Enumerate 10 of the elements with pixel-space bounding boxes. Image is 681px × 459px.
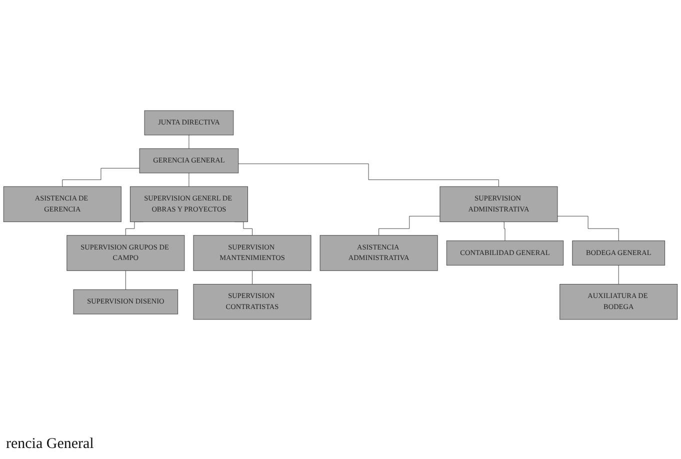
- connector: [238, 164, 499, 187]
- connector: [557, 216, 619, 241]
- connector: [125, 270, 126, 290]
- caption: rencia General: [6, 436, 94, 453]
- connector: [188, 172, 190, 187]
- connector: [188, 134, 190, 149]
- connector: [62, 168, 140, 187]
- connector: [378, 216, 440, 236]
- connector: [503, 222, 506, 241]
- connector: [618, 264, 619, 284]
